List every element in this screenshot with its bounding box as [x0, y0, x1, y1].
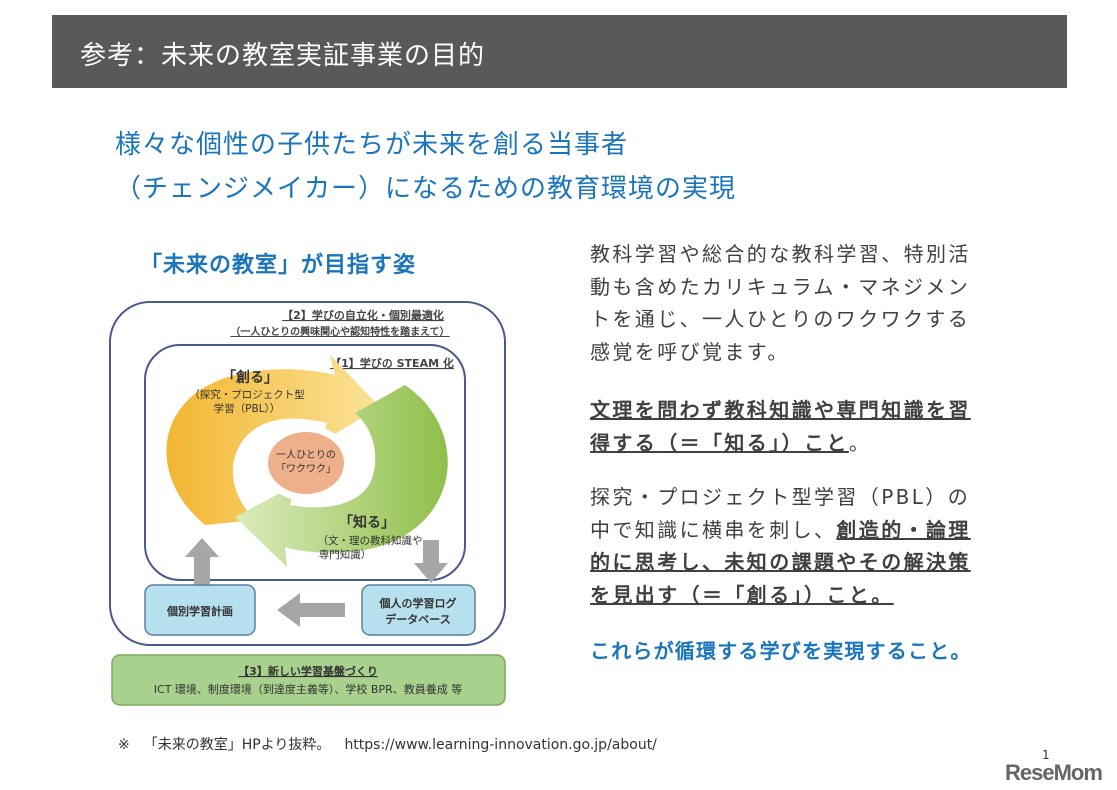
create-desc-1: （探究・プロジェクト型	[189, 388, 305, 401]
outer-sublabel: （一人ひとりの興味関心や認知特性を踏まえて）	[230, 325, 449, 338]
source-url-link[interactable]: https://www.learning-innovation.go.jp/ab…	[344, 737, 657, 753]
footnote: ※ 「未来の教室」HPより抜粋。 https://www.learning-inno…	[118, 734, 671, 754]
plan-box	[144, 584, 256, 636]
create-arrow	[166, 355, 380, 525]
diagram-title: 「未来の教室」が目指す姿	[140, 253, 417, 278]
create-desc-2: 学習（PBL））	[214, 402, 281, 415]
paragraph-3: 探究・プロジェクト型学習（PBL）の中で知識に横串を刺し、創造的・論理的に思考し…	[590, 481, 985, 611]
log-box	[361, 584, 476, 636]
subtitle-line-2: （チェンジメイカー）になるための教育環境の実現	[115, 174, 737, 204]
base-label: 【3】新しい学習基盤づくり	[238, 664, 378, 678]
log-box-line-2: データベース	[385, 612, 450, 626]
page-title: 参考：未来の教室実証事業の目的	[80, 41, 486, 71]
plan-box-label: 個別学習計画	[166, 604, 233, 618]
create-title: 「創る」	[222, 369, 278, 386]
center-line-1: 一人ひとりの	[276, 449, 336, 461]
know-desc-1: （文・理の教科知識や	[318, 534, 423, 547]
down-arrow-icon	[414, 540, 448, 583]
left-arrow-icon	[277, 593, 345, 627]
paragraph-1: 教科学習や総合的な教科学習、特別活動も含めたカリキュラム・マネジメントを通じ、一…	[590, 242, 971, 364]
inner-label: 【1】学びの STEAM 化	[330, 356, 454, 370]
footnote-source: 「未来の教室」HPより抜粋。	[143, 737, 331, 753]
know-desc-2: 専門知識）	[319, 548, 372, 561]
center-line-2: 「ワクワク」	[276, 463, 336, 475]
learning-foundation-box	[111, 654, 506, 706]
know-arrow	[235, 385, 448, 567]
paragraph-2-end: 。	[848, 430, 872, 455]
up-arrow-icon	[185, 538, 219, 585]
header-bar: 参考：未来の教室実証事業の目的	[52, 15, 1067, 88]
base-desc: ICT 環境、制度環境（到達度主義等）、学校 BPR、教員養成 等	[154, 682, 462, 696]
know-title: 「知る」	[339, 514, 395, 531]
resemom-logo: ReseMom	[1005, 760, 1103, 785]
paragraph-3-text: 探究・プロジェクト型学習（PBL）の中で知識に横串を刺し、	[590, 485, 971, 542]
paragraph-3-emphasis: 創造的・論理的に思考し、未知の課題やその解決策を見出す（＝「創る」）こと。	[590, 517, 971, 607]
page-number: 1	[1042, 748, 1050, 762]
paragraph-4: これらが循環する学びを実現すること。	[590, 639, 972, 663]
outer-label: 【2】学びの自立化・個別最適化	[282, 308, 444, 322]
paragraph-2: 文理を問わず教科知識や専門知識を習得する（＝「知る」）こと。	[590, 394, 985, 459]
log-box-line-1: 個人の学習ログ	[379, 596, 457, 610]
paragraph-2-emphasis: 文理を問わず教科知識や専門知識を習得する（＝「知る」）こと	[590, 398, 971, 455]
center-ellipse	[268, 432, 344, 494]
subtitle-line-1: 様々な個性の子供たちが未来を創る当事者	[115, 130, 629, 160]
learning-cycle-diagram: 【2】学びの自立化・個別最適化 （一人ひとりの興味関心や認知特性を踏まえて） 【…	[109, 301, 506, 706]
footnote-mark: ※	[118, 737, 130, 753]
